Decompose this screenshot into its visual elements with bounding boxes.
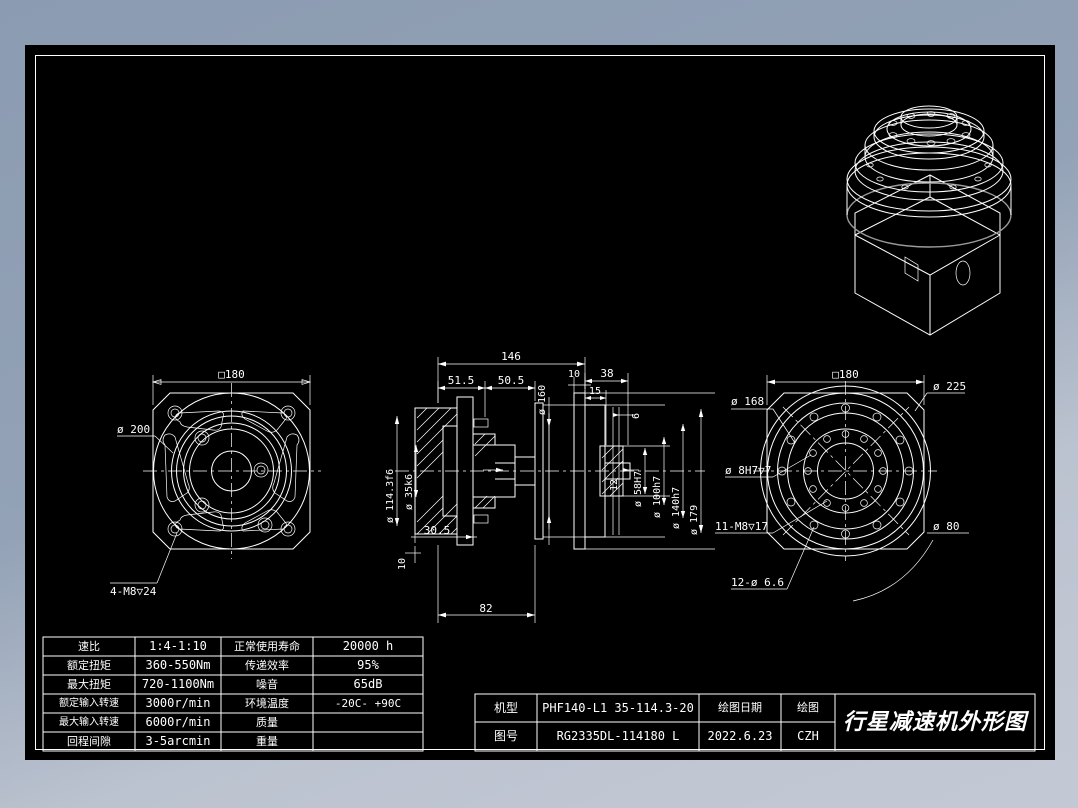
table-row: 最大扭矩 720-1100Nm 噪音 65dB <box>43 675 423 694</box>
dim-section-146: 146 <box>501 350 521 363</box>
spec-value-3: 3000r/min <box>145 696 211 710</box>
title-drawing-value: RG2335DL-114180 L <box>556 729 680 743</box>
dim-section-d114p3: ø 114.3f6 <box>385 469 396 523</box>
dim-right-d8h7: ø 8H7▽7 <box>725 464 771 477</box>
dim-section-82: 82 <box>479 602 492 615</box>
spec-label2-4: 质量 <box>256 716 278 729</box>
spec-value-2: 720-1100Nm <box>141 677 215 691</box>
center-section-view: 146 51.5 50.5 10 38 <box>385 350 715 623</box>
spec-label2-1: 传递效率 <box>245 659 289 672</box>
title-drawn-value: CZH <box>797 729 819 743</box>
spec-label2-0: 正常使用寿命 <box>234 640 300 653</box>
dim-section-50p5: 50.5 <box>498 374 525 387</box>
dim-section-6: 6 <box>631 413 642 419</box>
spec-value-1: 360-550Nm <box>145 658 211 672</box>
spec-label-1: 额定扭矩 <box>67 659 111 672</box>
dim-right-11xm8: 11-M8▽17 <box>715 520 768 533</box>
spec-value2-3: -20C- +90C <box>334 697 402 710</box>
spec-label-5: 回程间隙 <box>67 735 111 748</box>
spec-label-0: 速比 <box>78 640 100 653</box>
spec-label2-2: 噪音 <box>256 678 278 691</box>
table-row: 额定扭矩 360-550Nm 传递效率 95% <box>43 656 423 675</box>
title-block <box>474 693 1036 752</box>
dim-right-d168: ø 168 <box>731 395 764 408</box>
dim-left-4xm8: 4-M8▽24 <box>110 585 157 598</box>
table-row: 回程间隙 3-5arcmin 重量 <box>43 732 423 751</box>
dim-section-10b: 10 <box>397 558 408 570</box>
dim-section-d140h7: ø 140h7 <box>671 487 682 529</box>
spec-label-3: 额定输入转速 <box>59 698 119 709</box>
drawing-sheet: □180 ø 200 4-M8▽24 <box>25 45 1055 760</box>
spec-label-2: 最大扭矩 <box>67 678 111 691</box>
table-row: 额定输入转速 3000r/min 环境温度 -20C- +90C <box>43 694 423 713</box>
dim-left-square180: □180 <box>218 368 245 381</box>
title-date-label: 绘图日期 <box>718 701 762 714</box>
isometric-3d-view <box>846 105 1012 336</box>
dim-section-d58h7: ø 58H7 <box>633 471 644 507</box>
spec-label2-3: 环境温度 <box>245 697 289 710</box>
spec-value-5: 3-5arcmin <box>145 734 211 748</box>
spec-value2-0: 20000 h <box>342 639 394 653</box>
drawing-title: 行星减速机外形图 <box>842 710 1027 735</box>
dim-section-15: 15 <box>589 386 601 397</box>
dim-section-12: 12 <box>609 479 620 491</box>
left-end-view: □180 ø 200 4-M8▽24 <box>110 368 321 598</box>
cad-canvas: □180 ø 200 4-M8▽24 <box>42 105 1036 752</box>
spec-value-0: 1:4-1:10 <box>149 639 207 653</box>
dim-left-diameter200: ø 200 <box>117 423 150 436</box>
dim-section-d35k6: ø 35k6 <box>404 474 415 510</box>
title-model-label: 机型 <box>493 701 518 715</box>
dim-section-d100h7: ø 100h7 <box>652 476 663 518</box>
dim-section-d160: ø 160 <box>537 385 548 415</box>
dim-section-51p5: 51.5 <box>448 374 475 387</box>
dim-right-square180: □180 <box>832 368 859 381</box>
dim-section-38: 38 <box>600 367 613 380</box>
dim-right-d225: ø 225 <box>933 380 966 393</box>
dim-section-30p5: 30.5 <box>424 524 451 537</box>
dim-section-10a: 10 <box>568 369 580 380</box>
spec-value2-2: 65dB <box>353 677 383 691</box>
table-row: 速比 1:4-1:10 正常使用寿命 20000 h <box>43 637 423 656</box>
title-model-value: PHF140-L1 35-114.3-20 <box>542 701 694 715</box>
dim-right-12xd6p6: 12-ø 6.6 <box>731 576 784 589</box>
spec-label2-5: 重量 <box>256 735 278 748</box>
spec-value-4: 6000r/min <box>145 715 211 729</box>
specification-table <box>42 636 424 752</box>
title-date-value: 2022.6.23 <box>707 729 773 743</box>
right-end-view: □180 ø 225 ø 168 ø 8H7▽7 11-M8▽17 12-ø 6… <box>715 368 969 602</box>
title-drawing-label: 图号 <box>493 729 518 743</box>
dim-right-d80: ø 80 <box>933 520 960 533</box>
drawing-border-frame <box>35 55 1045 750</box>
spec-table-text: 速比 1:4-1:10 正常使用寿命 20000 h 额定扭矩 360-550N… <box>43 637 423 751</box>
title-drawn-label: 绘图 <box>797 701 819 714</box>
table-row: 最大输入转速 6000r/min 质量 <box>43 713 423 732</box>
title-block-text: 机型 PHF140-L1 35-114.3-20 图号 RG2335DL-114… <box>475 694 1035 751</box>
spec-value2-1: 95% <box>357 658 379 672</box>
spec-label-4: 最大输入转速 <box>59 717 119 728</box>
dim-section-d179: ø 179 <box>689 505 700 535</box>
